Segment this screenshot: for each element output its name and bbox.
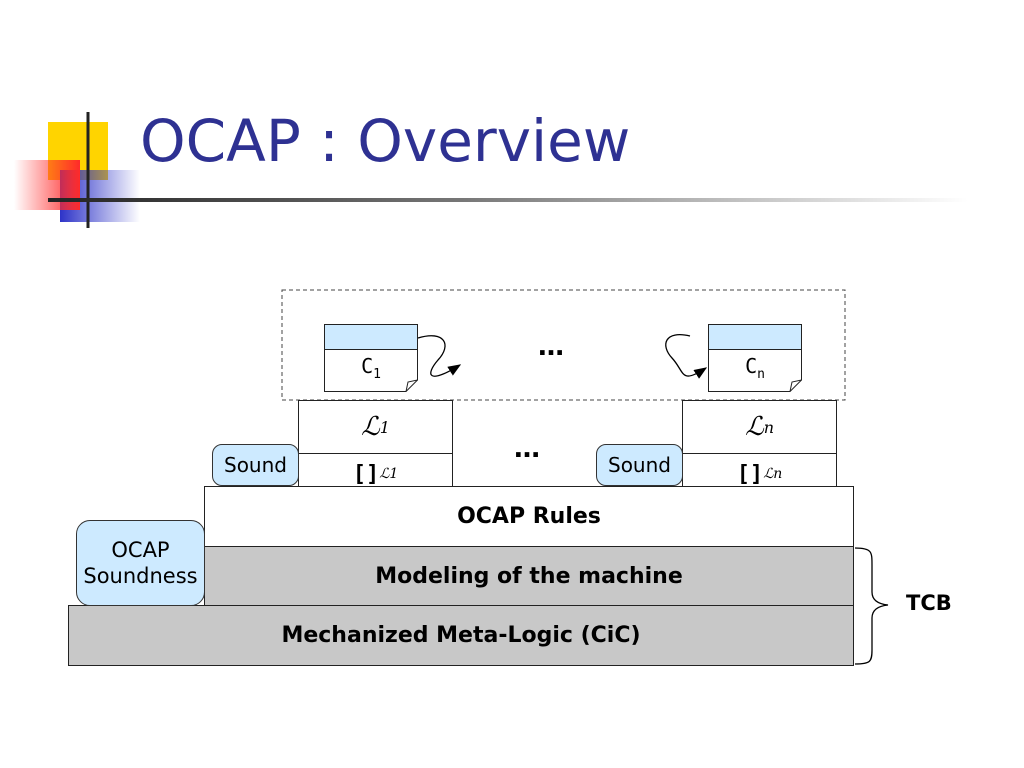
document-icon: [708, 324, 802, 392]
component-cn-label: Cn: [745, 354, 765, 382]
title-rule: [48, 198, 968, 202]
tcb-brace: [854, 547, 889, 665]
ocap-soundness-line2: Soundness: [83, 564, 198, 588]
arrow-c1: [417, 335, 462, 377]
components-ellipsis: …: [538, 332, 567, 362]
document-icon: [324, 324, 418, 392]
component-c1: C1: [324, 324, 418, 392]
component-c1-label: C1: [361, 354, 381, 382]
logics-ellipsis: …: [514, 434, 543, 464]
ocap-soundness-bubble: OCAP Soundness: [76, 520, 205, 606]
tcb-label: TCB: [906, 591, 952, 615]
component-cn: Cn: [708, 324, 802, 392]
title-decoration: [14, 112, 968, 228]
sound-bubble-right: Sound: [596, 444, 683, 486]
ocap-soundness-line1: OCAP: [111, 537, 170, 562]
meta-logic-layer: Mechanized Meta-Logic (CiC): [68, 605, 854, 666]
page-title: OCAP : Overview: [140, 107, 631, 175]
modeling-layer: Modeling of the machine: [204, 546, 854, 607]
components-dashed-frame: [281, 289, 846, 401]
sound-bubble-left: Sound: [212, 444, 299, 486]
arrow-cn: [665, 334, 708, 379]
ocap-rules-layer: OCAP Rules: [204, 486, 854, 547]
